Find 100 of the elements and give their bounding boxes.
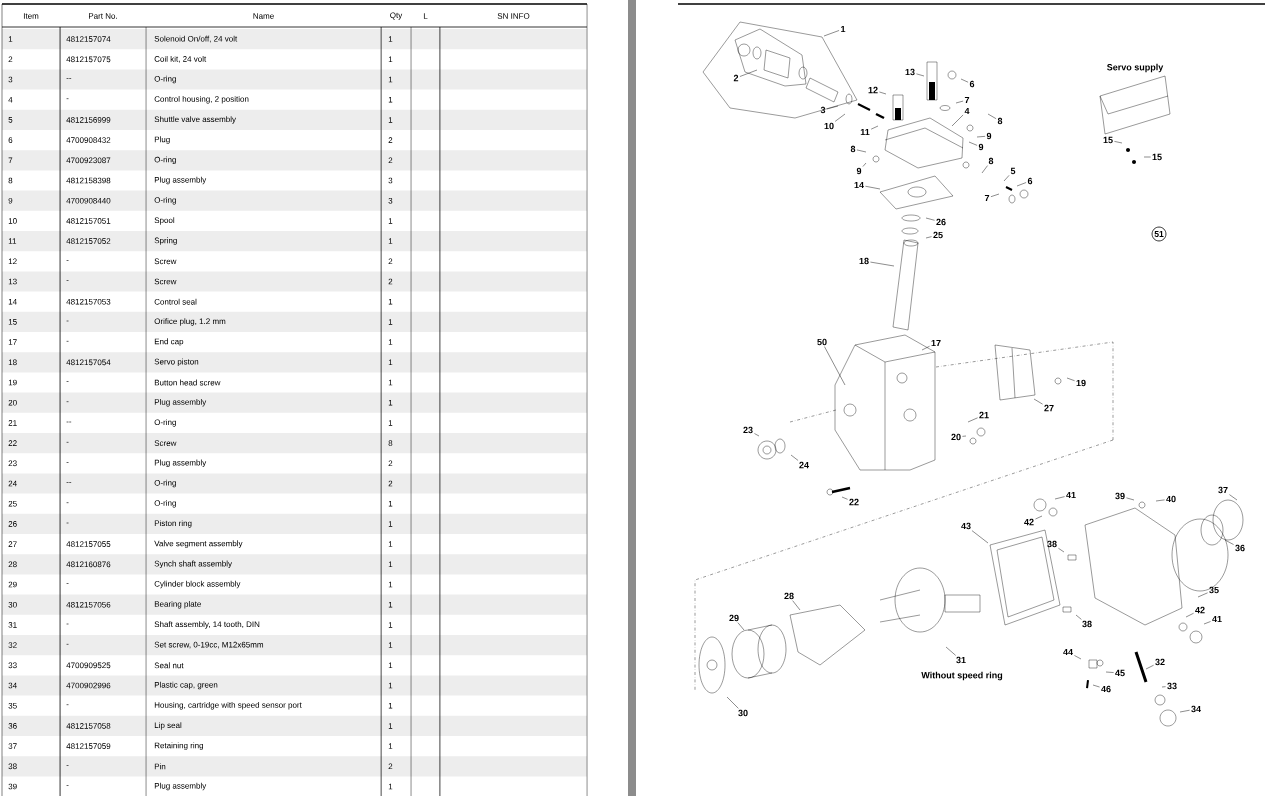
leader-line <box>870 125 879 130</box>
table-cell: Button head screw <box>154 379 221 386</box>
leader-line <box>921 346 930 351</box>
callout-number: 22 <box>849 498 859 506</box>
leader-line <box>1145 665 1154 670</box>
leader-line <box>916 73 925 77</box>
table-cell: -- <box>66 78 72 79</box>
table-cell: 29 <box>8 581 17 588</box>
table-cell: 17 <box>8 339 17 345</box>
table-cell: - <box>66 502 69 504</box>
table-cell: Plug assembly <box>154 459 207 468</box>
table-cell: - <box>66 381 69 382</box>
table-cell: Bearing plate <box>154 600 201 609</box>
table-cell: 1 <box>388 783 393 790</box>
table-cell: Orifice plug, 1.2 mm <box>154 318 226 326</box>
table-cell: 1 <box>388 76 393 83</box>
leader-line <box>862 162 867 167</box>
leader-line <box>834 113 846 122</box>
table-cell: 1 <box>388 218 393 224</box>
table-cell: 1 <box>388 601 393 608</box>
table-cell: Control housing, 2 position <box>154 95 249 104</box>
table-cell: 1 <box>388 500 393 507</box>
leader-line <box>841 496 848 500</box>
callout-number: 9 <box>978 143 984 151</box>
leader-line <box>824 346 846 386</box>
callout-number: 44 <box>1063 648 1073 656</box>
table-cell: - <box>66 623 69 625</box>
table-cell: 4812157056 <box>66 601 111 608</box>
table-cell: O-ring <box>154 479 176 488</box>
callout-number: 7 <box>964 96 970 104</box>
table-cell: 20 <box>8 399 17 406</box>
callout-number: 13 <box>905 68 915 76</box>
table-cell: - <box>66 522 69 524</box>
leader-line <box>856 149 867 153</box>
table-cell: O-ring <box>154 156 176 165</box>
leader-line <box>1075 614 1082 620</box>
callout-number: 6 <box>969 80 975 88</box>
leader-line <box>955 100 964 104</box>
callout-number: 50 <box>817 338 827 346</box>
table-cell: 1 <box>388 581 393 588</box>
table-cell: - <box>66 441 69 443</box>
leader-line <box>1197 592 1208 598</box>
leader-line <box>987 113 997 119</box>
callout-number: 17 <box>931 339 941 347</box>
table-cell: 1 <box>388 379 393 386</box>
table-cell: - <box>66 260 69 261</box>
table-cell: Valve segment assembly <box>154 540 243 548</box>
table-cell: Spring <box>154 237 177 245</box>
table-cell: 4812156999 <box>66 117 111 123</box>
callout-number: 21 <box>979 411 989 419</box>
callout-number: 38 <box>1082 620 1092 628</box>
table-cell: Plug assembly <box>154 176 207 185</box>
table-cell: Synch shaft assembly <box>154 560 232 569</box>
leader-line <box>1092 684 1100 688</box>
table-cell: 1 <box>388 117 393 123</box>
table-cell: 1 <box>388 561 393 568</box>
table-cell: Plug assembly <box>154 782 207 791</box>
table-cell: - <box>66 340 69 342</box>
table-cell: 6 <box>8 137 13 143</box>
table-cell: 23 <box>8 460 17 467</box>
leader-line <box>1035 515 1043 520</box>
table-cell: O-ring <box>154 196 176 205</box>
callout-number: 35 <box>1209 586 1219 594</box>
table-cell: 4812160876 <box>66 561 111 568</box>
leader-line <box>962 435 967 437</box>
callout-number: 31 <box>956 656 966 664</box>
leader-line <box>1105 671 1114 673</box>
table-cell: - <box>66 704 69 706</box>
table-cell: 1 <box>388 521 393 527</box>
table-cell: Housing, cartridge with speed sensor port <box>154 701 302 710</box>
table-cell: 26 <box>8 521 17 527</box>
leader-line <box>925 217 935 221</box>
leader-line <box>1016 182 1027 187</box>
table-cell: 25 <box>8 500 17 507</box>
table-cell: - <box>66 280 69 281</box>
leader-line <box>945 646 956 656</box>
callout-number: 29 <box>729 614 739 622</box>
callout-number: 8 <box>997 117 1003 125</box>
table-cell: Screw <box>154 258 177 265</box>
circled-number: 51 <box>1151 226 1167 242</box>
callout-number: 20 <box>951 433 961 441</box>
leader-line <box>826 105 839 110</box>
table-cell: Control seal <box>154 298 197 305</box>
table-cell: 1 <box>388 723 393 729</box>
table-cell: 7 <box>8 157 13 164</box>
table-cell: 1 <box>388 743 393 749</box>
column-header: Name <box>253 13 274 19</box>
table-cell: 4700909525 <box>66 662 111 669</box>
leader-line <box>967 417 978 423</box>
table-cell: 2 <box>388 763 393 770</box>
leader-line <box>737 622 745 631</box>
table-cell: 30 <box>8 601 17 608</box>
section-heading: Servo supply <box>1107 63 1164 73</box>
leader-line <box>754 433 760 437</box>
table-cell: - <box>66 643 69 645</box>
column-header: Qty <box>390 12 403 20</box>
table-cell: 37 <box>8 743 17 749</box>
callout-number: 9 <box>986 132 992 140</box>
table-cell: Cylinder block assembly <box>154 580 241 589</box>
table-cell: Set screw, 0-19cc, M12x65mm <box>154 641 264 649</box>
